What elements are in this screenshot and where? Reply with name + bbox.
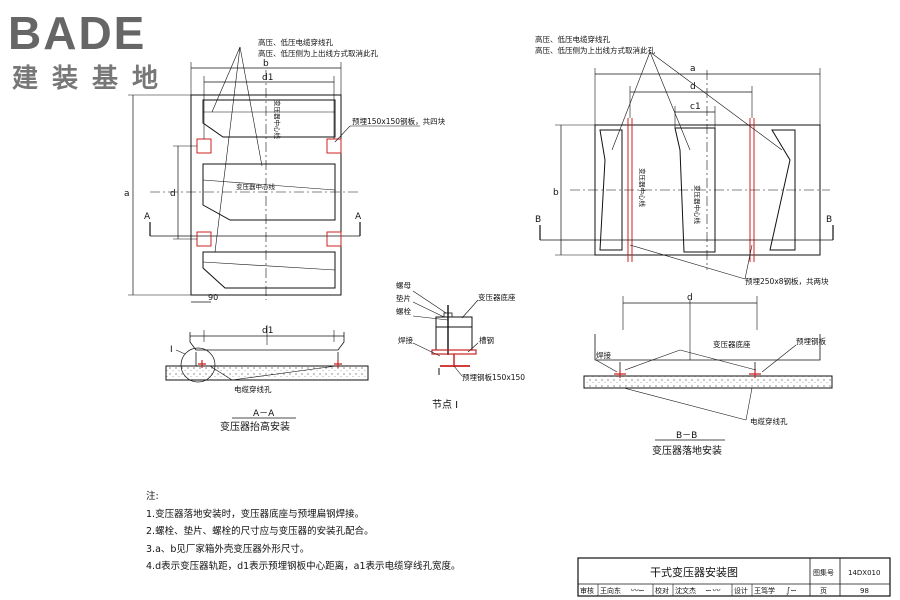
detail-base-flange — [435, 316, 473, 328]
right-section-mark-left: B — [535, 215, 541, 225]
right-dim-b: b — [553, 188, 559, 198]
left-plate-3 — [196, 231, 212, 247]
detail-nut-label: 螺母 — [396, 280, 411, 290]
atlas-number: 14DX010 — [848, 569, 880, 577]
section-b-plate-label: 预埋钢板 — [796, 336, 826, 346]
right-dim-a: a — [690, 64, 696, 74]
title-block-text: 干式变压器安装图 图集号 14DX010 审核 王向东 〰∽ 校对 沈文杰 ∽〰… — [580, 565, 880, 595]
section-b-slab — [583, 375, 833, 389]
left-callout-line1: 高压、低压电缆穿线孔 — [258, 37, 333, 47]
detail-1-title: 节点 I — [432, 399, 458, 411]
reviewer-signature: 〰∽ — [630, 586, 645, 595]
logo-subtitle: 建装基地 — [12, 64, 173, 94]
right-section-mark-right: B — [826, 215, 832, 225]
right-plan-view — [539, 51, 834, 280]
right-plate-callout: 预埋250x8钢板，共两块 — [745, 276, 829, 286]
detail-bolt-label: 螺栓 — [396, 306, 411, 316]
section-a-dim-d1: d1 — [262, 326, 273, 336]
left-plan-view — [128, 46, 420, 303]
left-plate-1 — [196, 138, 212, 154]
right-cable-hole-left — [599, 129, 623, 251]
right-cable-hole-middle — [674, 127, 716, 253]
title-block — [577, 557, 891, 597]
atlas-label: 图集号 — [813, 568, 834, 577]
design-label: 设计 — [734, 586, 748, 595]
detail-plate-label: 预埋钢板150x150 — [462, 372, 525, 382]
section-b-anchor-right — [749, 370, 761, 378]
left-cable-hole-top — [202, 99, 336, 138]
section-a-labels: d1 I 电缆穿线孔 A－A 变压器抬高安装 — [170, 326, 290, 433]
reviewer-name: 王向东 — [600, 586, 621, 595]
section-a-anchor-left — [198, 360, 206, 368]
section-b-hole-label: 电缆穿线孔 — [750, 416, 788, 426]
page-label: 页 — [820, 587, 827, 595]
detail-1 — [412, 290, 479, 377]
left-dim-b: b — [263, 59, 269, 69]
right-plan-labels: 高压、低压电缆穿线孔 高压、低压侧为上出线方式取消此孔 a d c1 b 变压器… — [535, 34, 832, 286]
right-dim-d: d — [690, 82, 696, 92]
designer-signature: ∫∽ — [786, 586, 797, 595]
notes-block: 注: 1.变压器落地安装时，变压器底座与预埋扁钢焊接。 2.螺栓、垫片、螺栓的尺… — [146, 488, 461, 576]
left-center-line-horizontal-label: 变压器中心线 — [236, 182, 276, 191]
section-a-a — [165, 325, 369, 419]
section-a-title: 变压器抬高安装 — [220, 420, 290, 433]
review-label: 审核 — [580, 586, 594, 595]
checker-name: 沈文杰 — [675, 586, 696, 595]
left-dim-a: a — [124, 189, 130, 199]
section-b-b — [583, 296, 833, 441]
note-item: 1.变压器落地安装时，变压器底座与预埋扁钢焊接。 — [146, 508, 365, 520]
detail-washer-label: 垫片 — [396, 293, 411, 303]
left-callout-line2: 高压、低压侧为上出线方式取消此孔 — [258, 48, 378, 58]
left-dim-90: 90 — [208, 293, 218, 302]
left-center-line-vertical-label: 变压器中心线 — [273, 100, 282, 140]
checker-signature: ∽〰 — [705, 586, 722, 595]
note-item: 3.a、b见厂家箱外壳变压器外形尺寸。 — [146, 543, 310, 555]
section-b-labels: d 变压器底座 焊接 预埋钢板 电缆穿线孔 B－B 变压器落地安装 — [596, 293, 826, 457]
left-cable-hole-middle — [202, 163, 336, 221]
detail-1-circle — [180, 347, 216, 383]
logo-letters: BADE — [8, 7, 147, 59]
detail-1-labels: 螺母 垫片 螺栓 变压器底座 焊接 槽钢 预埋钢板150x150 节点 I — [396, 280, 525, 411]
left-plate-2 — [326, 138, 342, 154]
section-b-anchor-left — [614, 370, 626, 378]
section-a-slab — [165, 365, 369, 381]
section-a-title-code: A－A — [253, 409, 275, 419]
right-cable-hole-right — [769, 129, 796, 251]
right-callout-line2: 高压、低压侧为上出线方式取消此孔 — [535, 45, 655, 55]
section-b-dim-d: d — [687, 293, 693, 303]
section-b-title: 变压器落地安装 — [652, 444, 722, 457]
note-item: 4.d表示变压器轨距，d1表示预埋钢板中心距离，a1表示电缆穿线孔宽度。 — [146, 561, 461, 572]
page-number: 98 — [860, 587, 869, 595]
section-b-weld-label: 焊接 — [596, 350, 611, 360]
left-plate-callout: 预埋150x150钢板，共四块 — [352, 116, 446, 126]
section-a-anchor-right — [334, 360, 342, 368]
right-callout-line1: 高压、低压电缆穿线孔 — [535, 34, 610, 44]
left-section-mark-left: A — [144, 212, 151, 222]
detail-base-label: 变压器底座 — [478, 292, 516, 302]
check-label: 校对 — [655, 586, 669, 595]
left-plate-4 — [326, 231, 342, 247]
right-center-line-left-label: 变压器中心线 — [638, 168, 647, 208]
detail-1-mark: I — [170, 345, 173, 355]
note-item: 2.螺栓、垫片、螺栓的尺寸应与变压器的安装孔配合。 — [146, 526, 374, 537]
left-cable-hole-bottom — [202, 251, 336, 289]
right-center-line-right-label: 变压器中心线 — [693, 185, 702, 225]
left-section-mark-right: A — [355, 212, 362, 222]
left-plan-labels: 高压、低压电缆穿线孔 高压、低压侧为上出线方式取消此孔 b d1 a d 预埋1… — [124, 37, 446, 302]
left-dim-d: d — [170, 189, 176, 199]
notes-heading: 注: — [146, 491, 159, 502]
drawing-title: 干式变压器安装图 — [650, 565, 738, 579]
left-dim-d1: d1 — [262, 73, 273, 83]
detail-channel-label: 槽钢 — [479, 335, 494, 345]
detail-weld-label: 焊接 — [398, 335, 413, 345]
designer-name: 王笃学 — [754, 586, 775, 595]
section-b-title-code: B－B — [676, 431, 697, 441]
bade-logo: BADE 建装基地 — [8, 8, 188, 100]
section-a-hole-label: 电缆穿线孔 — [234, 384, 272, 394]
right-dim-c1: c1 — [690, 102, 701, 112]
section-b-base-label: 变压器底座 — [713, 339, 751, 349]
